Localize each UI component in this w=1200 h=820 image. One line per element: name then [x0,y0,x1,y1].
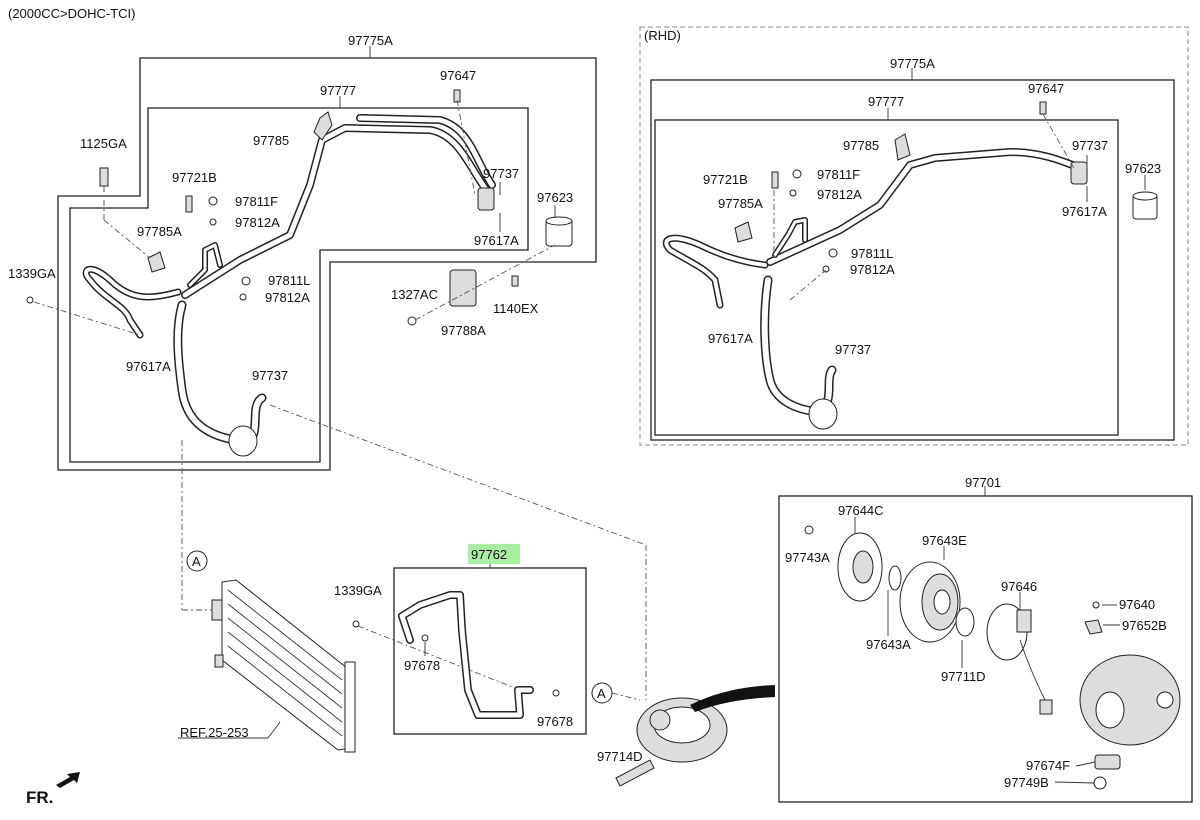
label-rhd-97811f: 97811F [817,167,860,182]
label-97788a: 97788A [441,323,486,338]
label-97811l: 97811L [268,273,310,288]
label-rhd-97721b: 97721B [703,172,748,187]
label-97647: 97647 [440,68,476,83]
compressor-parts-section: 97701 97644C 97743A 97643E 97643A 976 [778,475,1193,803]
label-rhd-97785a: 97785A [718,196,763,211]
label-97643a: 97643A [866,637,911,652]
condenser-section: A REF.25-253 1339GA 97762 97678 97678 A … [26,544,775,807]
label-rhd-97737-b: 97737 [835,342,871,357]
label-97812a-b: 97812A [265,290,310,305]
label-97743a: 97743A [785,550,830,565]
label-97678-b: 97678 [537,714,573,729]
label-rhd-97811l: 97811L [851,246,893,261]
label-97737-b: 97737 [252,368,288,383]
label-97643e: 97643E [922,533,967,548]
label-97811f: 97811F [235,194,278,209]
label-1339ga-condenser: 1339GA [334,583,382,598]
label-rhd-97812a-b: 97812A [850,262,895,277]
label-97701: 97701 [965,475,1001,490]
label-1339ga: 1339GA [8,266,56,281]
label-rhd-97812a: 97812A [817,187,862,202]
label-97737-a: 97737 [483,166,519,181]
label-97777: 97777 [320,83,356,98]
label-97812a: 97812A [235,215,280,230]
label-1140ex: 1140EX [493,301,539,316]
rhd-hose-assembly: (RHD) 97775A 97777 97647 97785 [639,26,1189,446]
label-ref-25-253: REF.25-253 [180,725,249,740]
label-97749b: 97749B [1004,775,1049,790]
part-97762-highlight[interactable] [468,544,520,564]
label-97652b: 97652B [1122,618,1167,633]
label-97714d: 97714D [597,749,643,764]
label-97674f: 97674F [1026,758,1070,773]
label-a-marker-1: A [192,554,201,569]
label-rhd-97623: 97623 [1125,161,1161,176]
label-97623: 97623 [537,190,573,205]
label-97775a: 97775A [348,33,393,48]
label-97617a-b: 97617A [126,359,171,374]
label-rhd-97777: 97777 [868,94,904,109]
label-1125ga: 1125GA [80,136,127,151]
engine-spec-label: (2000CC>DOHC-TCI) [8,6,136,21]
fr-arrow-icon [56,772,80,788]
label-97646: 97646 [1001,579,1037,594]
label-rhd-97785: 97785 [843,138,879,153]
label-97762[interactable]: 97762 [471,547,507,562]
label-rhd-97617a-b: 97617A [708,331,753,346]
label-rhd-97737-a: 97737 [1072,138,1108,153]
label-a-marker-2: A [597,686,606,701]
label-97785a: 97785A [137,224,182,239]
label-97640: 97640 [1119,597,1155,612]
label-97711d: 97711D [941,669,986,684]
label-97644c: 97644C [838,503,884,518]
rhd-tag: (RHD) [644,28,681,43]
label-fr: FR. [26,788,53,807]
label-97721b: 97721B [172,170,217,185]
label-97617a-a: 97617A [474,233,519,248]
label-rhd-97617a-a: 97617A [1062,204,1107,219]
label-97678-a: 97678 [404,658,440,673]
lhd-hose-assembly: 97775A 97777 [8,33,647,700]
label-97785: 97785 [253,133,289,148]
label-rhd-97775a: 97775A [890,56,935,71]
label-1327ac: 1327AC [391,287,438,302]
label-rhd-97647: 97647 [1028,81,1064,96]
